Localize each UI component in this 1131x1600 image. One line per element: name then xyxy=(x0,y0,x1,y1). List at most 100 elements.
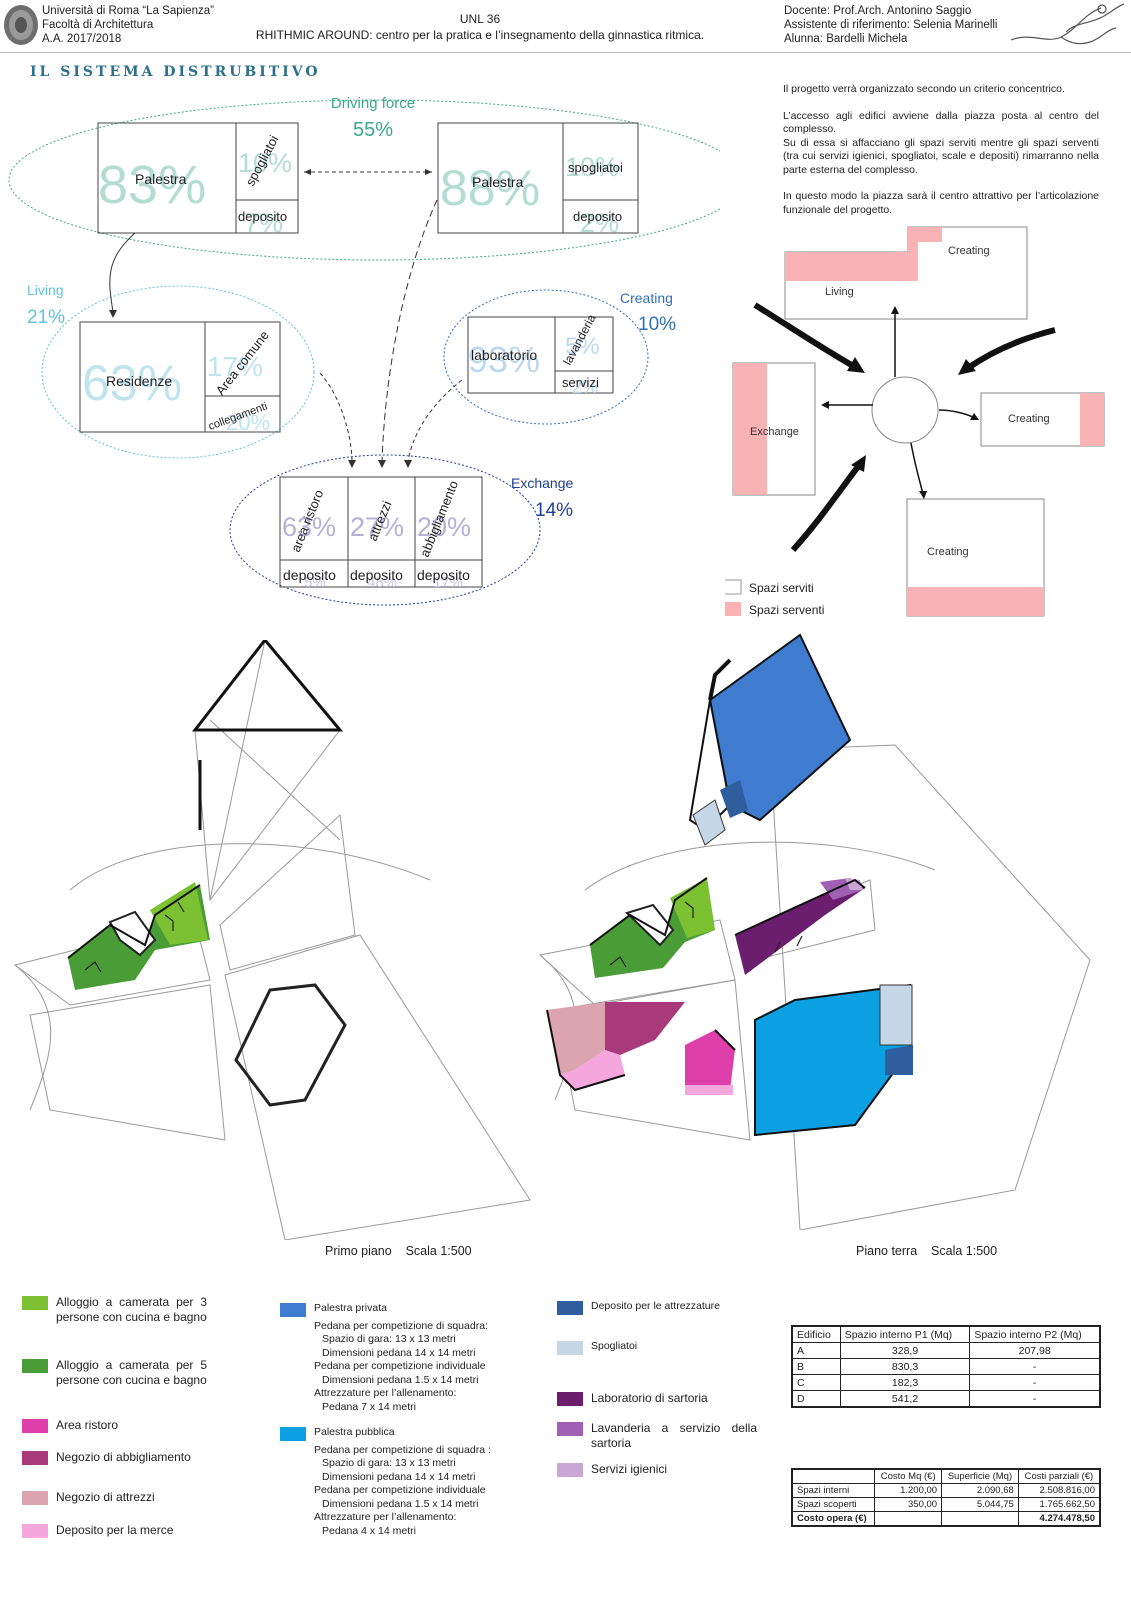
course-code: UNL 36 xyxy=(459,12,501,26)
legend-label: Area ristoro xyxy=(56,1418,119,1432)
table-cell: 182,3 xyxy=(839,1374,971,1391)
legend-label: Palestra pubblica xyxy=(314,1426,395,1438)
detail-line: Attrezzature per l’allenamento: xyxy=(314,1387,457,1399)
driving-right-side1: spogliatoi xyxy=(568,160,623,175)
living-side1-pct: 17% xyxy=(207,351,263,382)
driving-left-box: 83% Palestra 10% spogliatoi 7% deposito xyxy=(97,122,299,238)
driving-force-pct: 55% xyxy=(353,119,393,141)
table-cell: Spazi scoperti xyxy=(791,1497,876,1512)
exchange-col2-dep-pct: 48% xyxy=(367,574,397,591)
project-info: UNL 36 RHITHMIC AROUND: centro per la pr… xyxy=(230,11,730,43)
table-cell: 4.274.478,50 xyxy=(1017,1511,1101,1527)
detail-line: Pedana per competizione individuale xyxy=(314,1484,486,1496)
table-cell: 1.200,00 xyxy=(874,1483,943,1498)
legend-swatch xyxy=(22,1419,48,1433)
legend-label: Alloggio a camerata per 5 persone con cu… xyxy=(56,1358,207,1387)
detail-line: Pedana per competizione di squadra: xyxy=(314,1319,488,1332)
student: Alunna: Bardelli Michela xyxy=(784,33,908,45)
driving-left-side1-pct: 10% xyxy=(238,148,292,178)
exchange-col2-dep: deposito xyxy=(350,567,403,583)
table-header-row: Costo Mq (€) Superficie (Mq) Costi parzi… xyxy=(791,1468,1101,1484)
creating-label: Creating xyxy=(620,290,673,306)
living-big-pct: 63% xyxy=(82,355,182,411)
living-side2-pct: 20% xyxy=(226,410,270,435)
description-p4: In questo modo la piazza sarà il centro … xyxy=(783,190,1099,216)
creating-big-pct: 93% xyxy=(468,339,540,380)
living-ellipse xyxy=(41,285,315,459)
concept-creating-bottom: Creating xyxy=(927,546,969,558)
legend-label: Palestra privata xyxy=(314,1302,387,1314)
ground-floor-plan xyxy=(538,633,1091,1230)
legend-laboratorio: Laboratorio di sartoria xyxy=(557,1391,708,1406)
table-cell: A xyxy=(791,1342,841,1359)
creating-ellipse xyxy=(443,289,649,425)
table-cell: - xyxy=(969,1374,1101,1391)
creating-main: laboratorio xyxy=(471,347,537,363)
driving-force-ellipse xyxy=(8,99,720,261)
legend-label: Deposito per la merce xyxy=(56,1523,174,1537)
concept-diagram: Creating Living Exchange Creating Creati… xyxy=(725,226,1105,617)
detail-line: Pedana 7 x 14 metri xyxy=(322,1400,416,1413)
description-p2: L’accesso agli edifici avviene dalla pia… xyxy=(783,109,1099,136)
detail-line: Dimensioni pedana 1.5 x 14 metri xyxy=(322,1497,479,1510)
concept-exchange: Exchange xyxy=(750,426,799,438)
detail-line: Spazio di gara: 13 x 13 metri xyxy=(322,1457,456,1469)
table-cell: 830,3 xyxy=(839,1358,971,1375)
driving-force-label: Driving force xyxy=(331,95,415,112)
legend-spogliatoi: Spogliatoi xyxy=(557,1340,637,1355)
table-cell: 2.090,68 xyxy=(941,1483,1019,1498)
legend-swatch xyxy=(22,1296,48,1310)
driving-right-main: Palestra xyxy=(472,174,524,190)
detail-line: Pedana per competizione di squadra : xyxy=(314,1443,491,1456)
exchange-col2-big: 27% xyxy=(350,512,404,542)
legend-label: Negozio di abbigliamento xyxy=(56,1450,191,1464)
header-divider xyxy=(0,52,1131,53)
assistant: Assistente di riferimento: Selenia Marin… xyxy=(784,19,998,31)
building-area-table: Edificio Spazio interno P1 (Mq) Spazio i… xyxy=(791,1325,1101,1408)
driving-left-big-pct: 83% xyxy=(98,155,206,215)
exchange-pct: 14% xyxy=(535,500,573,521)
legend-label: Laboratorio di sartoria xyxy=(591,1391,708,1405)
project-title: RHITHMIC AROUND: centro per la pratica e… xyxy=(255,28,705,42)
table-header-cell: Costo Mq (€) xyxy=(874,1468,943,1484)
detail-line: Dimensioni pedana 14 x 14 metri xyxy=(322,1346,476,1359)
driving-left-main: Palestra xyxy=(135,171,187,187)
legend-palestra-pubblica: Palestra pubblica Pedana per competizion… xyxy=(280,1426,491,1538)
table-row: A 328,9 207,98 xyxy=(791,1342,1101,1359)
legend-swatch xyxy=(557,1422,583,1436)
table-header-cell: Spazio interno P1 (Mq) xyxy=(839,1325,971,1343)
first-floor-plan xyxy=(13,640,531,1240)
detail-line: Pedana per competizione individuale xyxy=(314,1360,486,1372)
driving-left-side2-pct: 7% xyxy=(244,208,283,238)
legend-area-ristoro: Area ristoro xyxy=(22,1418,118,1433)
university-name: Università di Roma “La Sapienza” xyxy=(42,5,214,17)
concept-creating-right: Creating xyxy=(1008,413,1050,425)
credits: Docente: Prof.Arch. Antonino Saggio Assi… xyxy=(784,4,997,46)
exchange-col1-dep: deposito xyxy=(283,567,336,583)
concept-living: Living xyxy=(825,286,854,298)
legend-deposito-attrezzature: Deposito per le attrezzature xyxy=(557,1300,720,1315)
legend-abbigliamento: Negozio di abbigliamento xyxy=(22,1450,191,1465)
table-header-cell: Edificio xyxy=(791,1325,841,1343)
exchange-col3-dep: deposito xyxy=(417,567,470,583)
academic-year: A.A. 2017/2018 xyxy=(42,33,122,45)
table-cell: B xyxy=(791,1358,841,1375)
table-cell xyxy=(941,1511,1019,1527)
driving-right-box: 88% Palestra 10% spogliatoi 2% deposito xyxy=(437,122,639,238)
legend-swatch xyxy=(557,1463,583,1477)
legend-swatch xyxy=(280,1303,306,1317)
table-header-cell: Spazio interno P2 (Mq) xyxy=(969,1325,1101,1343)
legend-label: Negozio di attrezzi xyxy=(56,1490,155,1504)
table-cell: - xyxy=(969,1390,1101,1408)
living-pct: 21% xyxy=(27,307,65,328)
driving-right-side1-pct: 10% xyxy=(565,152,619,182)
creating-pct: 10% xyxy=(638,314,676,335)
table-cell: C xyxy=(791,1374,841,1391)
table-header-row: Edificio Spazio interno P1 (Mq) Spazio i… xyxy=(791,1325,1101,1343)
exchange-col3-big: 20% xyxy=(417,512,471,542)
table-row: Spazi scoperti 350,00 5.044,75 1.765.662… xyxy=(791,1497,1101,1512)
driving-right-big-pct: 88% xyxy=(440,160,540,216)
description-p3: Su di essa si affacciano gli spazi servi… xyxy=(783,136,1099,176)
gymnast-logo-icon xyxy=(1006,2,1128,52)
table-cell xyxy=(874,1511,943,1527)
